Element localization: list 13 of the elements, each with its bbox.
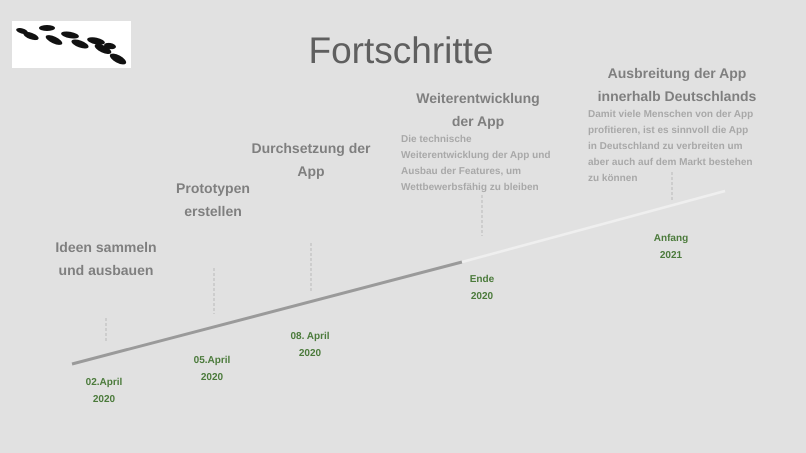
milestone-description: Damit viele Menschen von der App profitieren, ist es sinnvoll die App in Deutschland zu verbreiten um aber auch auf dem Markt bestehen zu können [588, 108, 754, 186]
milestone-title: Durchsetzung der App [250, 139, 372, 181]
milestone-title: Weiterentwicklung der App [415, 89, 541, 131]
milestone-title: Ausbreitung der App innerhalb Deutschlands [596, 64, 758, 106]
milestone-description: Die technische Weiterentwicklung der App und Ausbau der Features, um Wettbewerbsfähig zu bleiben [401, 133, 552, 195]
milestone-date: 02.April 2020 [84, 376, 124, 406]
milestone-title: Prototypen erstellen [175, 179, 251, 221]
slide-title: Fortschritte [307, 29, 495, 73]
milestone-date: Anfang 2021 [652, 232, 690, 262]
milestone-date: 05.April 2020 [192, 354, 232, 384]
milestone-title: Ideen sammeln und ausbauen [54, 238, 158, 280]
milestone-date: Ende 2020 [468, 273, 496, 304]
milestone-date: 08. April 2020 [289, 330, 331, 360]
